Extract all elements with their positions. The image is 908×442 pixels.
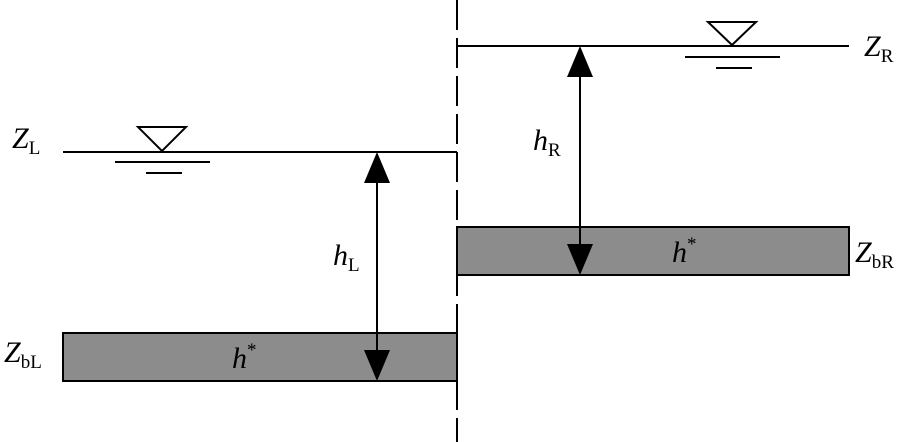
left-bed-text: h* [232, 340, 257, 375]
right-depth-arrow [567, 46, 593, 275]
right-depth-label: hR [533, 124, 561, 161]
water-surface-triangle-icon [685, 21, 780, 69]
right-bed-text: h* [672, 234, 697, 269]
left-depth-arrow [364, 152, 390, 381]
right-surface-label: ZR [864, 30, 894, 67]
left-bed-label: ZbL [4, 336, 42, 373]
water-surface-triangle-icon [115, 126, 210, 174]
right-bed-label: ZbR [855, 236, 894, 273]
right-bed-block [456, 226, 850, 276]
left-bed-block [62, 332, 458, 382]
left-depth-label: hL [333, 239, 360, 276]
left-surface-label: ZL [12, 122, 40, 159]
